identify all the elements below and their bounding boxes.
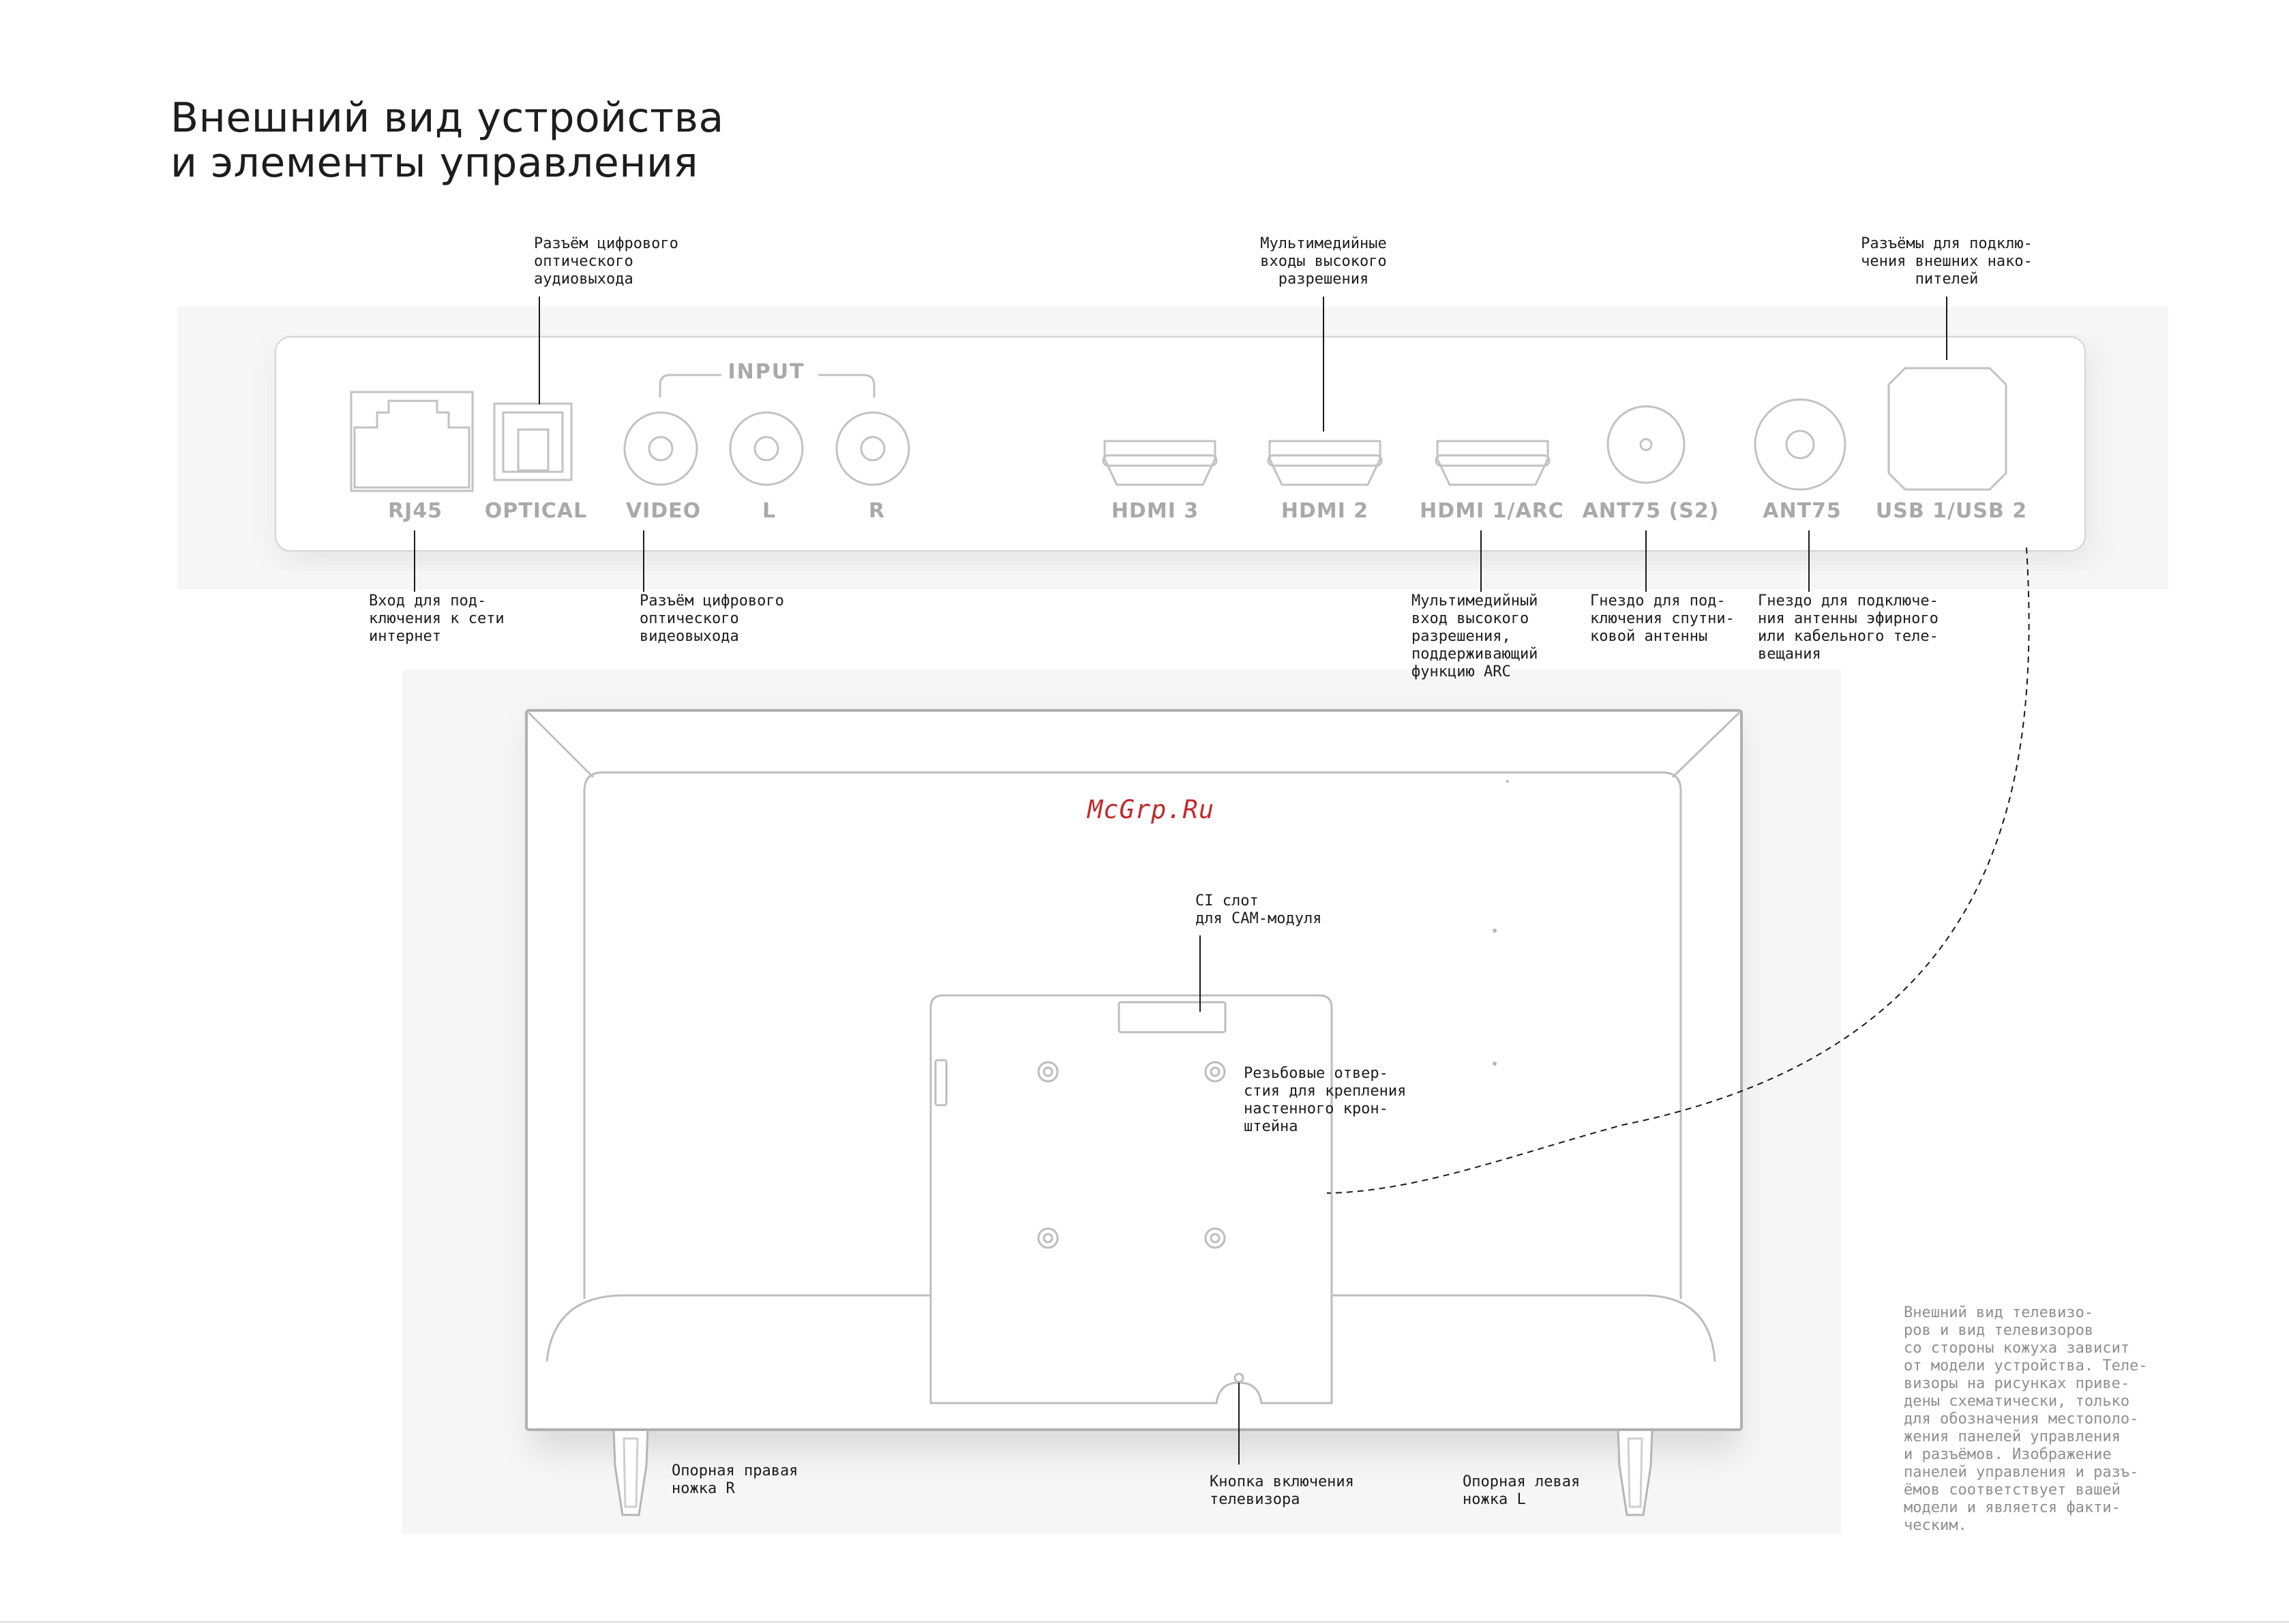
- port-label-rj45: RJ45: [387, 499, 443, 523]
- callout-optical: Разъём цифрового оптического аудиовыхода: [534, 235, 678, 288]
- callout-usb: Разъёмы для подклю- чения внешних нако- …: [1861, 235, 2033, 288]
- ci-slot-shape: [1118, 1001, 1227, 1034]
- callout-ant-sat: Гнездо для под- ключения спутни- ковой а…: [1590, 592, 1735, 645]
- callout-ant-air: Гнездо для подключе- ния антенны эфирног…: [1758, 592, 1939, 663]
- side-note: Внешний вид телевизо- ров и вид телевизо…: [1904, 1304, 2148, 1534]
- port-label-hdmi1-arc: HDMI 1/ARC: [1420, 499, 1564, 523]
- port-label-usb: USB 1/USB 2: [1875, 499, 2028, 523]
- power-button-shape: [1233, 1372, 1244, 1383]
- usb-port: [1887, 367, 2007, 491]
- connector-panel: [275, 336, 2086, 552]
- tv-inner-panel: [583, 771, 1682, 1299]
- usb-dashed-leader: [1326, 547, 2030, 1194]
- hdmi3-port: [1102, 440, 1218, 486]
- callout-vesa: Резьбовые отвер- стия для крепления наст…: [1244, 1065, 1407, 1135]
- callout-leg-right: Опорная правая ножка R: [672, 1462, 798, 1497]
- audio-r-jack: [835, 411, 910, 486]
- callout-hdmi-arc: Мультимедийный вход высокого разрешения,…: [1411, 592, 1538, 680]
- side-button-shape: [934, 1059, 948, 1107]
- leg-left-shape: [1617, 1427, 1654, 1516]
- port-label-ant75-s2: ANT75 (S2): [1582, 499, 1720, 523]
- port-label-audio-l: L: [762, 499, 777, 523]
- port-label-audio-r: R: [868, 499, 886, 523]
- input-bracket: [659, 374, 876, 397]
- port-label-ant75: ANT75: [1763, 499, 1842, 523]
- video-jack: [623, 411, 698, 486]
- vesa-holes: [1037, 1061, 1226, 1249]
- audio-l-jack: [729, 411, 804, 486]
- callout-video: Разъём цифрового оптического видеовыхода: [640, 592, 784, 645]
- watermark: McGrp.Ru: [1087, 795, 1215, 824]
- callout-hdmi-inputs: Мультимедийные входы высокого разрешения: [1260, 235, 1387, 288]
- leader-lines: [414, 297, 2030, 1464]
- callout-power-button: Кнопка включения телевизора: [1210, 1473, 1354, 1508]
- callout-leg-left: Опорная левая ножка L: [1463, 1473, 1581, 1508]
- port-label-optical: OPTICAL: [484, 499, 588, 523]
- tv-bottom-curve: [545, 1294, 1716, 1362]
- optical-port: [493, 402, 573, 481]
- callout-rj45: Вход для под- ключения к сети интернет: [369, 592, 505, 645]
- page-bottom-rule: [0, 1621, 2289, 1623]
- hdmi2-port: [1267, 440, 1383, 486]
- rj45-port: [350, 391, 474, 492]
- ant75-port: [1754, 398, 1846, 491]
- page-title: Внешний вид устройства и элементы управл…: [170, 95, 724, 185]
- ant75-s2-port: [1606, 405, 1686, 484]
- page-title-line-1: Внешний вид устройства: [170, 94, 724, 142]
- port-label-video: VIDEO: [625, 499, 702, 523]
- page-title-line-2: и элементы управления: [170, 139, 699, 187]
- port-label-hdmi2: HDMI 2: [1281, 499, 1369, 523]
- port-label-hdmi3: HDMI 3: [1111, 499, 1199, 523]
- input-group-label: INPUT: [728, 360, 805, 384]
- callout-ci-slot: CI слот для CAM-модуля: [1195, 892, 1322, 927]
- rear-cover: [929, 994, 1333, 1404]
- hdmi1-port: [1435, 440, 1551, 486]
